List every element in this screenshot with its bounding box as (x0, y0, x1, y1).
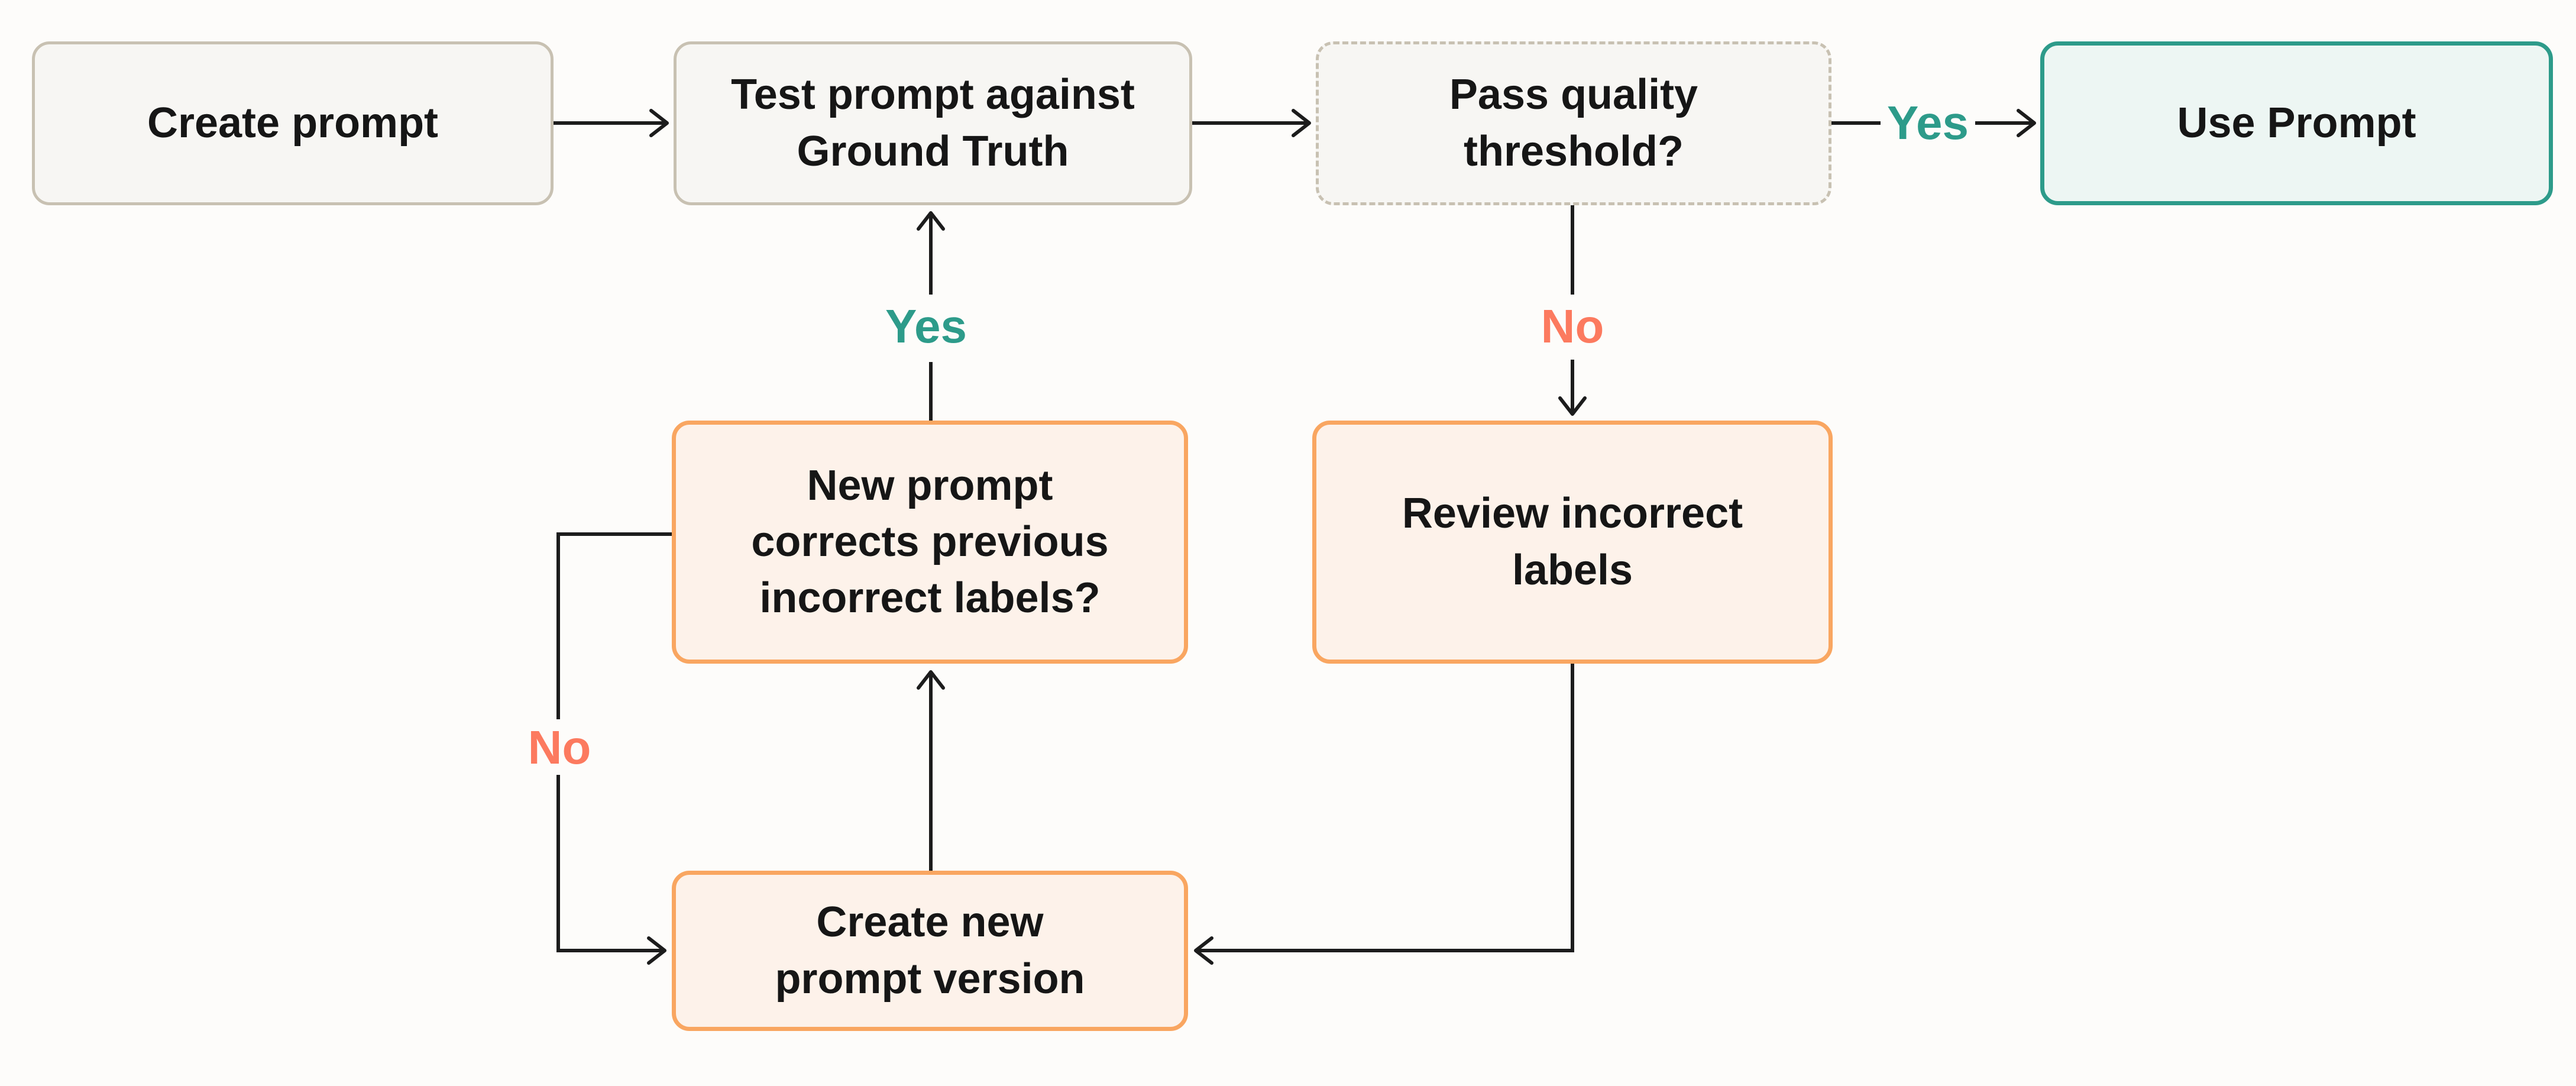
edge-label-yes-test: Yes (885, 300, 967, 353)
node-create-prompt: Create prompt (32, 41, 554, 205)
node-pass-quality: Pass quality threshold? (1316, 41, 1831, 205)
node-pass-quality-label: Pass quality threshold? (1449, 71, 1698, 175)
node-create-prompt-label: Create prompt (147, 99, 439, 147)
node-use-prompt-label: Use Prompt (2177, 99, 2416, 147)
edge-label-no-loop: No (528, 721, 591, 774)
node-new-prompt-corrects-label: New prompt corrects previous incorrect l… (751, 461, 1109, 622)
node-create-new-version-label: Create new prompt version (775, 898, 1085, 1003)
node-new-prompt-corrects: New prompt corrects previous incorrect l… (672, 421, 1188, 664)
edge-review-down-to-createnew (1194, 664, 1574, 965)
node-review-incorrect-label: Review incorrect labels (1402, 490, 1743, 594)
edge-label-no-review: No (1541, 300, 1604, 353)
edge-label-yes-use-prompt: Yes (1887, 96, 1969, 149)
node-use-prompt: Use Prompt (2040, 41, 2553, 205)
edge-noloop-into-createnew (556, 775, 666, 965)
node-review-incorrect: Review incorrect labels (1312, 421, 1833, 664)
node-create-new-version: Create new prompt version (672, 871, 1188, 1031)
edge-noloop-out-upper (556, 532, 672, 719)
node-test-prompt: Test prompt against Ground Truth (674, 41, 1192, 205)
node-test-prompt-label: Test prompt against Ground Truth (731, 71, 1135, 175)
